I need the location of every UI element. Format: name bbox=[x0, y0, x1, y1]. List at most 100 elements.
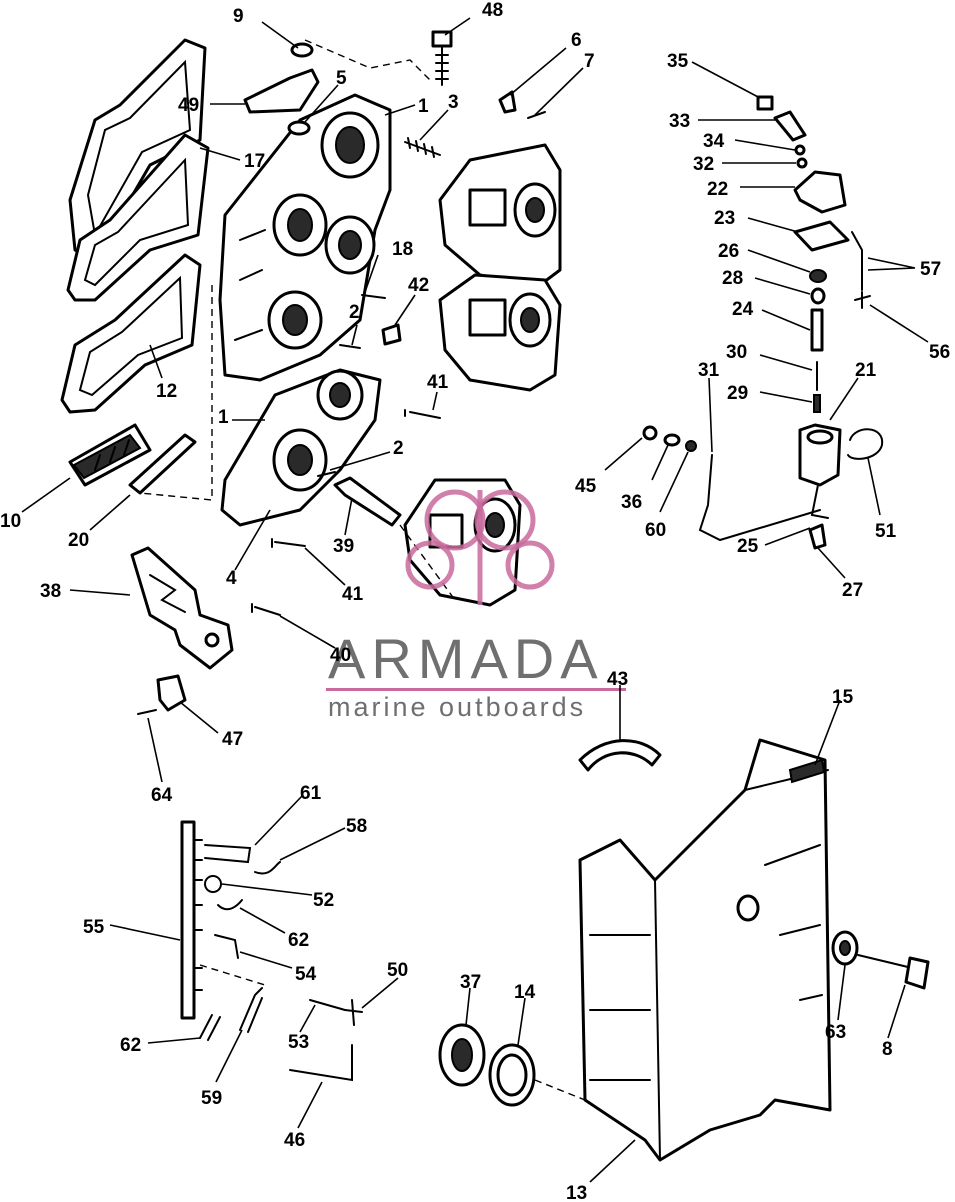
stud-3 bbox=[404, 137, 441, 158]
callout-36: 36 bbox=[621, 492, 642, 513]
callout-49: 49 bbox=[178, 95, 199, 116]
callout-25: 25 bbox=[737, 536, 759, 557]
watermark-brand: ARMADA bbox=[328, 627, 604, 690]
callout-38: 38 bbox=[40, 581, 61, 602]
callout-63: 63 bbox=[825, 1022, 846, 1043]
armada-logo bbox=[405, 489, 555, 605]
hose-59 bbox=[239, 987, 263, 1033]
callout-59: 59 bbox=[201, 1088, 222, 1109]
callout-7: 7 bbox=[584, 51, 595, 72]
callout-60: 60 bbox=[645, 520, 666, 541]
callout-27: 27 bbox=[842, 580, 863, 601]
clip-47 bbox=[156, 674, 187, 712]
hose-39 bbox=[333, 476, 402, 527]
reed-plate bbox=[68, 423, 152, 487]
callout-41a: 41 bbox=[427, 372, 449, 393]
screw-18 bbox=[361, 294, 386, 299]
hose-57 bbox=[851, 231, 863, 291]
nut-60 bbox=[685, 440, 697, 452]
leader-lines bbox=[21, 17, 929, 1183]
callout-53: 53 bbox=[288, 1032, 309, 1053]
washer-5 bbox=[287, 120, 311, 136]
spring-29 bbox=[813, 394, 821, 413]
tee-56 bbox=[854, 291, 871, 309]
callout-52: 52 bbox=[313, 890, 334, 911]
gasket-12 bbox=[60, 253, 202, 414]
callout-55: 55 bbox=[83, 917, 105, 938]
oring-32 bbox=[796, 157, 808, 169]
screw-2b bbox=[317, 471, 336, 477]
callout-5: 5 bbox=[336, 68, 347, 89]
bracket-38 bbox=[130, 546, 234, 670]
callout-2a: 2 bbox=[349, 302, 360, 323]
alignment-lines bbox=[139, 39, 456, 601]
bracket-49 bbox=[243, 68, 320, 114]
carburetor-middle bbox=[438, 273, 562, 392]
screw-41a bbox=[404, 409, 441, 419]
callout-14: 14 bbox=[514, 982, 536, 1003]
screw-2a bbox=[339, 344, 361, 349]
bolt-48 bbox=[431, 30, 453, 86]
callout-54: 54 bbox=[295, 964, 317, 985]
callout-51: 51 bbox=[875, 521, 897, 542]
solenoid-21 bbox=[798, 423, 842, 519]
callout-24: 24 bbox=[732, 299, 754, 320]
callout-47: 47 bbox=[222, 729, 243, 750]
callout-6: 6 bbox=[571, 30, 582, 51]
callout-31: 31 bbox=[698, 360, 720, 381]
alignment-lines-manifold bbox=[199, 964, 266, 986]
callout-56: 56 bbox=[929, 342, 950, 363]
screw-7 bbox=[527, 111, 546, 119]
hose-43 bbox=[578, 739, 662, 772]
elbow-33 bbox=[773, 110, 807, 142]
callout-41b: 41 bbox=[342, 584, 364, 605]
hose-46 bbox=[289, 1044, 353, 1082]
gasket-middle bbox=[66, 133, 210, 302]
callout-62b: 62 bbox=[120, 1035, 141, 1056]
callout-28: 28 bbox=[722, 268, 743, 289]
callout-15: 15 bbox=[832, 687, 854, 708]
screw-41b bbox=[271, 538, 306, 548]
seal-14 bbox=[488, 1043, 536, 1107]
carburetor-upper bbox=[438, 143, 562, 287]
cap-28 bbox=[810, 287, 826, 305]
callout-48: 48 bbox=[482, 0, 503, 21]
diaphragm-23 bbox=[793, 220, 850, 252]
callout-10: 10 bbox=[0, 511, 21, 532]
callout-8: 8 bbox=[882, 1039, 893, 1060]
elbow-54 bbox=[214, 934, 239, 959]
callout-2b: 2 bbox=[393, 438, 404, 459]
callout-62a: 62 bbox=[288, 930, 309, 951]
callout-9: 9 bbox=[233, 6, 244, 27]
cover-22 bbox=[793, 170, 847, 214]
watermark-tagline: marine outboards bbox=[328, 692, 586, 722]
piston-24 bbox=[810, 308, 824, 352]
callout-57: 57 bbox=[920, 259, 941, 280]
washer-36 bbox=[663, 433, 681, 447]
terminal-27 bbox=[808, 523, 827, 550]
screw-40 bbox=[251, 603, 281, 616]
carburetor-lower bbox=[403, 478, 522, 607]
sleeve-42 bbox=[381, 323, 402, 346]
callout-32: 32 bbox=[693, 154, 714, 175]
alignment-line-housing bbox=[534, 1079, 586, 1101]
callout-23: 23 bbox=[714, 208, 735, 229]
callout-4: 4 bbox=[226, 568, 237, 589]
flange-15 bbox=[788, 758, 826, 784]
grommet-37 bbox=[438, 1023, 486, 1087]
clamp-51 bbox=[847, 428, 884, 460]
screw-64 bbox=[137, 709, 157, 715]
callout-35: 35 bbox=[667, 51, 689, 72]
callout-43: 43 bbox=[607, 669, 628, 690]
callout-21: 21 bbox=[855, 360, 877, 381]
tee-50 bbox=[344, 999, 363, 1026]
callout-34: 34 bbox=[703, 131, 725, 152]
callout-1b: 1 bbox=[218, 407, 229, 428]
callout-17: 17 bbox=[244, 151, 265, 172]
lead-25 bbox=[698, 454, 821, 542]
callout-18: 18 bbox=[392, 239, 413, 260]
callout-61: 61 bbox=[300, 783, 322, 804]
clip-6 bbox=[498, 90, 517, 114]
